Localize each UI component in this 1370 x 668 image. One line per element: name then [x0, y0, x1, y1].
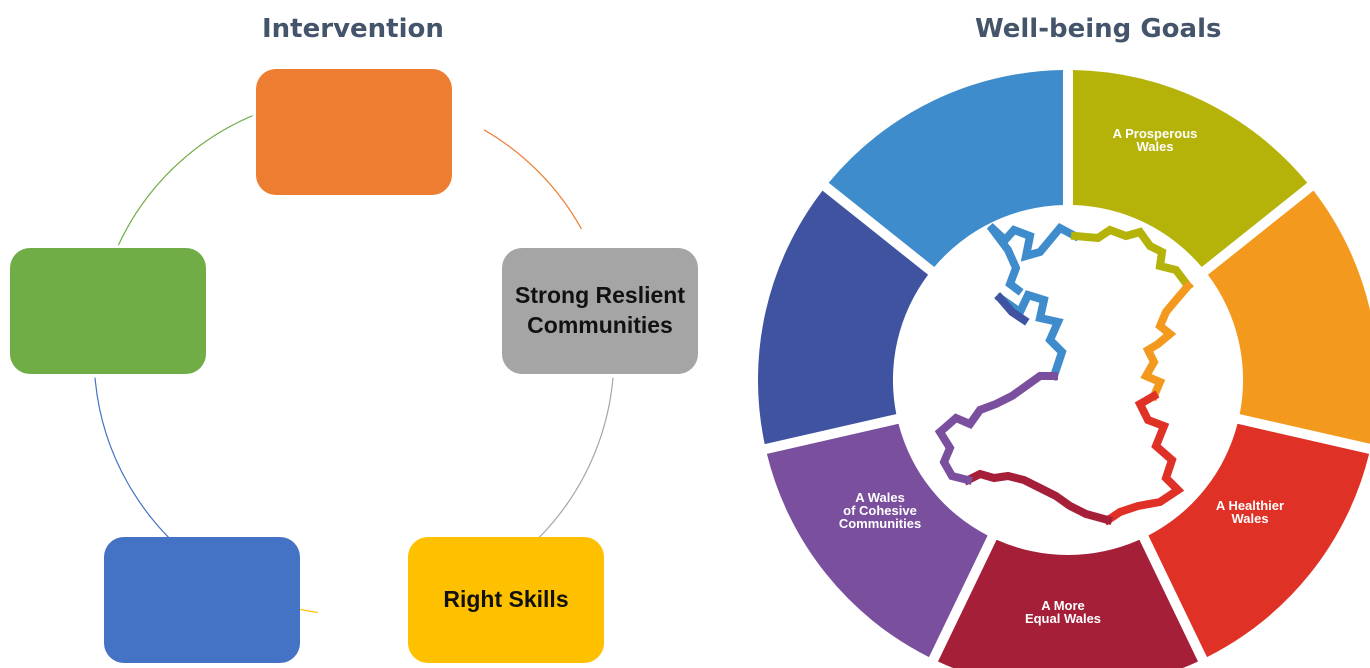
wales-outline-segment: [986, 222, 1081, 296]
cycle-arc: [483, 129, 582, 230]
wales-outline-segment: [994, 290, 1067, 382]
cycle-box-left: [10, 248, 206, 374]
wheel-segment: [1207, 190, 1370, 444]
wellbeing-goals-title: Well-being Goals: [975, 14, 1222, 44]
wales-outline-segment: [994, 292, 1030, 326]
wales-outline-map: [934, 222, 1194, 526]
wheel-segment: [1073, 70, 1308, 267]
wales-outline-segment: [1102, 390, 1185, 526]
wheel-segment: [1148, 423, 1370, 658]
wheel-segment: [828, 70, 1063, 267]
wales-outline-segment: [1070, 225, 1194, 292]
cycle-box-label: Strong Reslient Communities: [515, 282, 685, 338]
wheel-segment: [766, 423, 988, 658]
cycle-arc: [117, 115, 253, 246]
cycle-box-right-skills: Right Skills: [408, 537, 604, 663]
cycle-box-label: Right Skills: [443, 586, 569, 613]
cycle-box-strong-resilient-communities: Strong Reslient Communities: [502, 248, 698, 374]
intervention-title: Intervention: [262, 14, 444, 44]
wellbeing-wheel: [757, 70, 1370, 668]
wales-outline-segment: [1140, 280, 1194, 402]
wheel-segment: [757, 190, 929, 445]
wales-outline-segment: [962, 469, 1113, 525]
cycle-box-top: [256, 69, 452, 195]
cycle-box-bottom-left: [104, 537, 300, 663]
wales-outline-segment: [934, 372, 1058, 485]
wheel-segment: [938, 539, 1198, 668]
